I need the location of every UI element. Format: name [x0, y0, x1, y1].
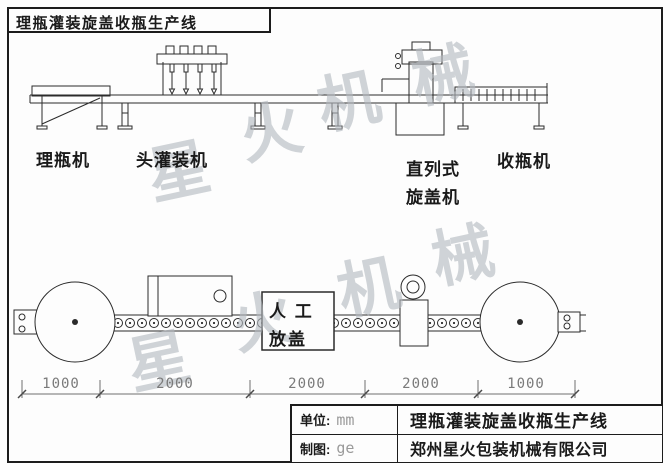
- capper-footprint: [399, 274, 429, 347]
- title-block-row-1: 单位: mm 理瓶灌装旋盖收瓶生产线: [292, 406, 662, 435]
- label-manual-line1: 人 工: [269, 302, 314, 321]
- drafter-label: 制图:: [300, 441, 331, 457]
- dimension-value: 2000: [402, 376, 440, 392]
- drawing-title: 理瓶灌装旋盖收瓶生产线: [410, 412, 608, 432]
- plan-view-drawing: [13, 274, 586, 363]
- label-capper-line2: 旋盖机: [406, 188, 460, 207]
- unit-value: mm: [336, 410, 355, 429]
- label-capper-line1: 直列式: [406, 160, 460, 179]
- title-block-row-2: 制图: ge 郑州星火包装机械有限公司: [292, 434, 662, 462]
- company-name: 郑州星火包装机械有限公司: [410, 442, 609, 460]
- filler-footprint: [147, 275, 233, 317]
- label-bottle-unscrambler: 理瓶机: [36, 151, 90, 170]
- capping-machine-figure: [381, 41, 445, 136]
- drafter-cell: 制图: ge: [292, 434, 398, 462]
- side-view-drawing: [29, 41, 548, 136]
- rotary-table-right: [479, 281, 581, 363]
- collecting-table-figure: [454, 83, 548, 130]
- dimension-value: 2000: [156, 376, 194, 392]
- dimension-value: 1000: [42, 376, 80, 392]
- rotary-table-left: [13, 281, 116, 363]
- dimension-line: [17, 380, 580, 399]
- drafter-value: ge: [336, 439, 355, 458]
- label-manual-line2: 放盖: [269, 330, 307, 349]
- unit-cell: 单位: mm: [292, 406, 398, 434]
- title-block: 单位: mm 理瓶灌装旋盖收瓶生产线 制图: ge 郑州星火包装机械有限公司: [290, 404, 662, 462]
- conveyor-legs: [117, 103, 343, 130]
- filling-machine-figure: [156, 45, 228, 96]
- sheet-title: 理瓶灌装旋盖收瓶生产线: [16, 15, 198, 32]
- bottle-unscrambler-table: [31, 85, 111, 130]
- dimension-value: 1000: [507, 376, 545, 392]
- dimension-value: 2000: [288, 376, 326, 392]
- drawing-frame: [7, 7, 663, 463]
- manual-cap-box: [261, 291, 335, 351]
- label-bottle-collector: 收瓶机: [497, 152, 551, 171]
- unit-label: 单位:: [300, 413, 331, 429]
- label-filling-machine: 头灌装机: [136, 151, 208, 170]
